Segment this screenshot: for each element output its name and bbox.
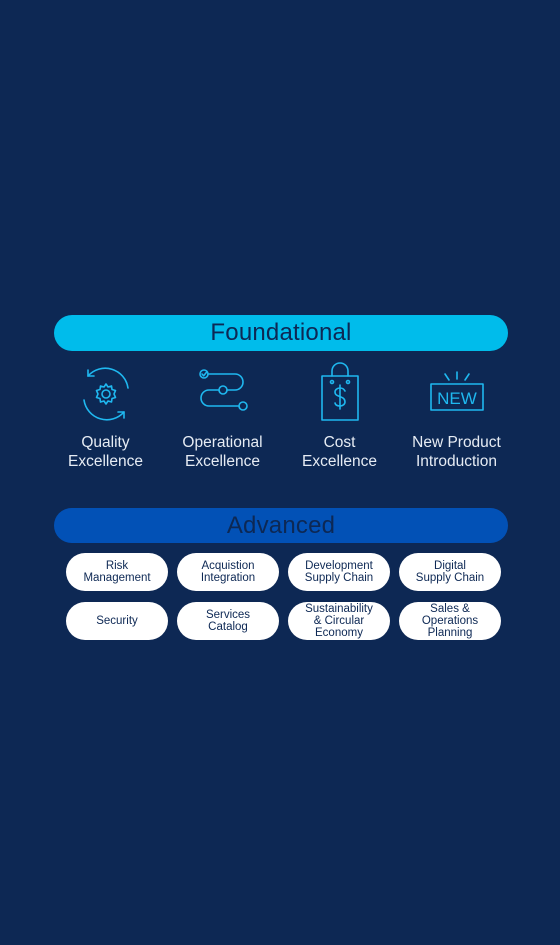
pill-services-catalog: Services Catalog xyxy=(177,602,279,640)
pill-sales-operations: Sales & Operations Planning xyxy=(399,602,501,640)
foundational-capabilities: Quality Excellence Operational Excellenc… xyxy=(47,362,515,471)
pill-risk-management: Risk Management xyxy=(66,553,168,591)
advanced-capabilities: Risk Management Acquistion Integration D… xyxy=(66,553,502,640)
pill-label: Risk Management xyxy=(83,560,151,584)
pill-label: Services Catalog xyxy=(205,609,251,633)
pill-digital-supply-chain: Digital Supply Chain xyxy=(399,553,501,591)
foundational-item-label: Quality Excellence xyxy=(68,434,143,470)
new-badge-icon: NEW xyxy=(425,362,489,426)
pill-acquisition-integration: Acquistion Integration xyxy=(177,553,279,591)
gear-cycle-icon xyxy=(74,362,138,426)
foundational-title: Foundational xyxy=(210,319,352,346)
pill-label: Development Supply Chain xyxy=(304,560,374,584)
pill-label: Acquistion Integration xyxy=(200,560,256,584)
pill-label: Security xyxy=(96,615,138,627)
pill-sustainability: Sustainability & Circular Economy xyxy=(288,602,390,640)
pill-security: Security xyxy=(66,602,168,640)
pill-label: Digital Supply Chain xyxy=(415,560,485,584)
advanced-header: Advanced xyxy=(54,508,508,543)
pill-label: Sales & Operations Planning xyxy=(421,603,479,639)
foundational-item-label: Operational Excellence xyxy=(182,434,263,470)
foundational-item-label: Cost Excellence xyxy=(302,434,377,470)
foundational-item-new-product: NEW New Product Introduction xyxy=(398,362,515,471)
process-path-icon xyxy=(191,362,255,426)
shopping-bag-dollar-icon xyxy=(308,362,372,426)
foundational-item-operational: Operational Excellence xyxy=(164,362,281,471)
foundational-item-label: New Product Introduction xyxy=(412,434,501,470)
advanced-title: Advanced xyxy=(226,511,336,539)
pill-label: Sustainability & Circular Economy xyxy=(305,603,373,639)
foundational-item-quality: Quality Excellence xyxy=(47,362,164,471)
foundational-item-cost: Cost Excellence xyxy=(281,362,398,471)
new-badge-text: NEW xyxy=(437,389,477,408)
pill-development-supply-chain: Development Supply Chain xyxy=(288,553,390,591)
foundational-header: Foundational xyxy=(54,315,508,351)
